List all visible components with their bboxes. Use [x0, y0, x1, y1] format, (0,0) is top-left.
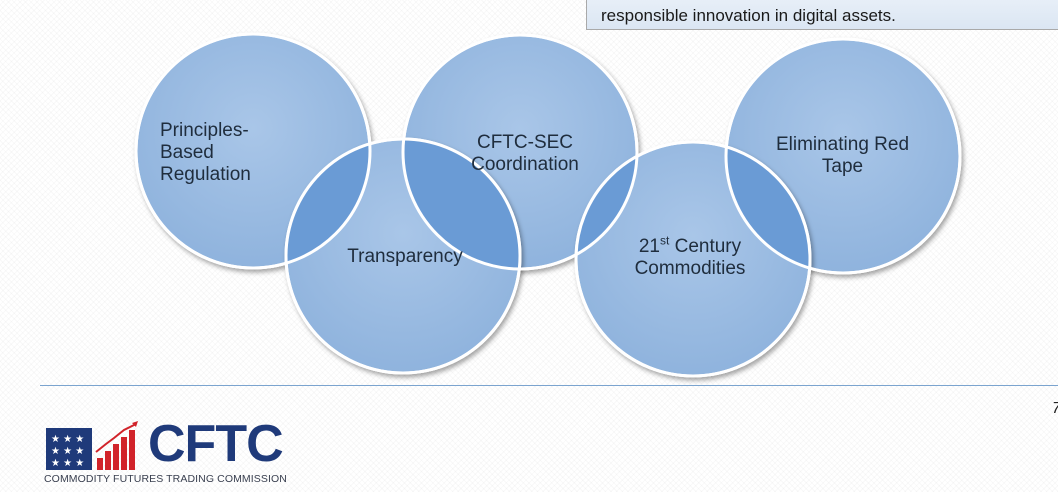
overlapping-circles-diagram [134, 32, 962, 378]
svg-text:★ ★ ★: ★ ★ ★ [51, 434, 84, 445]
label-principles: Principles- Based Regulation [160, 120, 251, 185]
bar-chart-icon [95, 421, 138, 470]
cftc-logo: ★ ★ ★ ★ ★ ★ ★ ★ ★ [46, 421, 138, 470]
callout-box: responsible innovation in digital assets… [586, 0, 1058, 30]
label-cftc-sec: CFTC-SEC Coordination [471, 132, 579, 175]
page-number: 7 [1052, 400, 1058, 418]
overlap-principles-transparency [286, 139, 370, 268]
footer-divider [40, 385, 1058, 386]
callout-text: responsible innovation in digital assets… [601, 6, 896, 25]
svg-text:★ ★ ★: ★ ★ ★ [51, 446, 84, 457]
label-transparency: Transparency [347, 246, 463, 267]
label-commodities: 21st Century Commodities [634, 233, 746, 279]
svg-text:★ ★ ★: ★ ★ ★ [51, 458, 84, 469]
cftc-wordmark: CFTC [148, 415, 284, 473]
label-red-tape: Eliminating Red Tape [775, 134, 910, 177]
overlap-commodities-red-tape [726, 142, 810, 273]
logo-caption: COMMODITY FUTURES TRADING COMMISSION [44, 473, 287, 485]
flag-star-block-icon [46, 428, 92, 470]
overlap-transparency-cftc-sec [403, 139, 520, 269]
